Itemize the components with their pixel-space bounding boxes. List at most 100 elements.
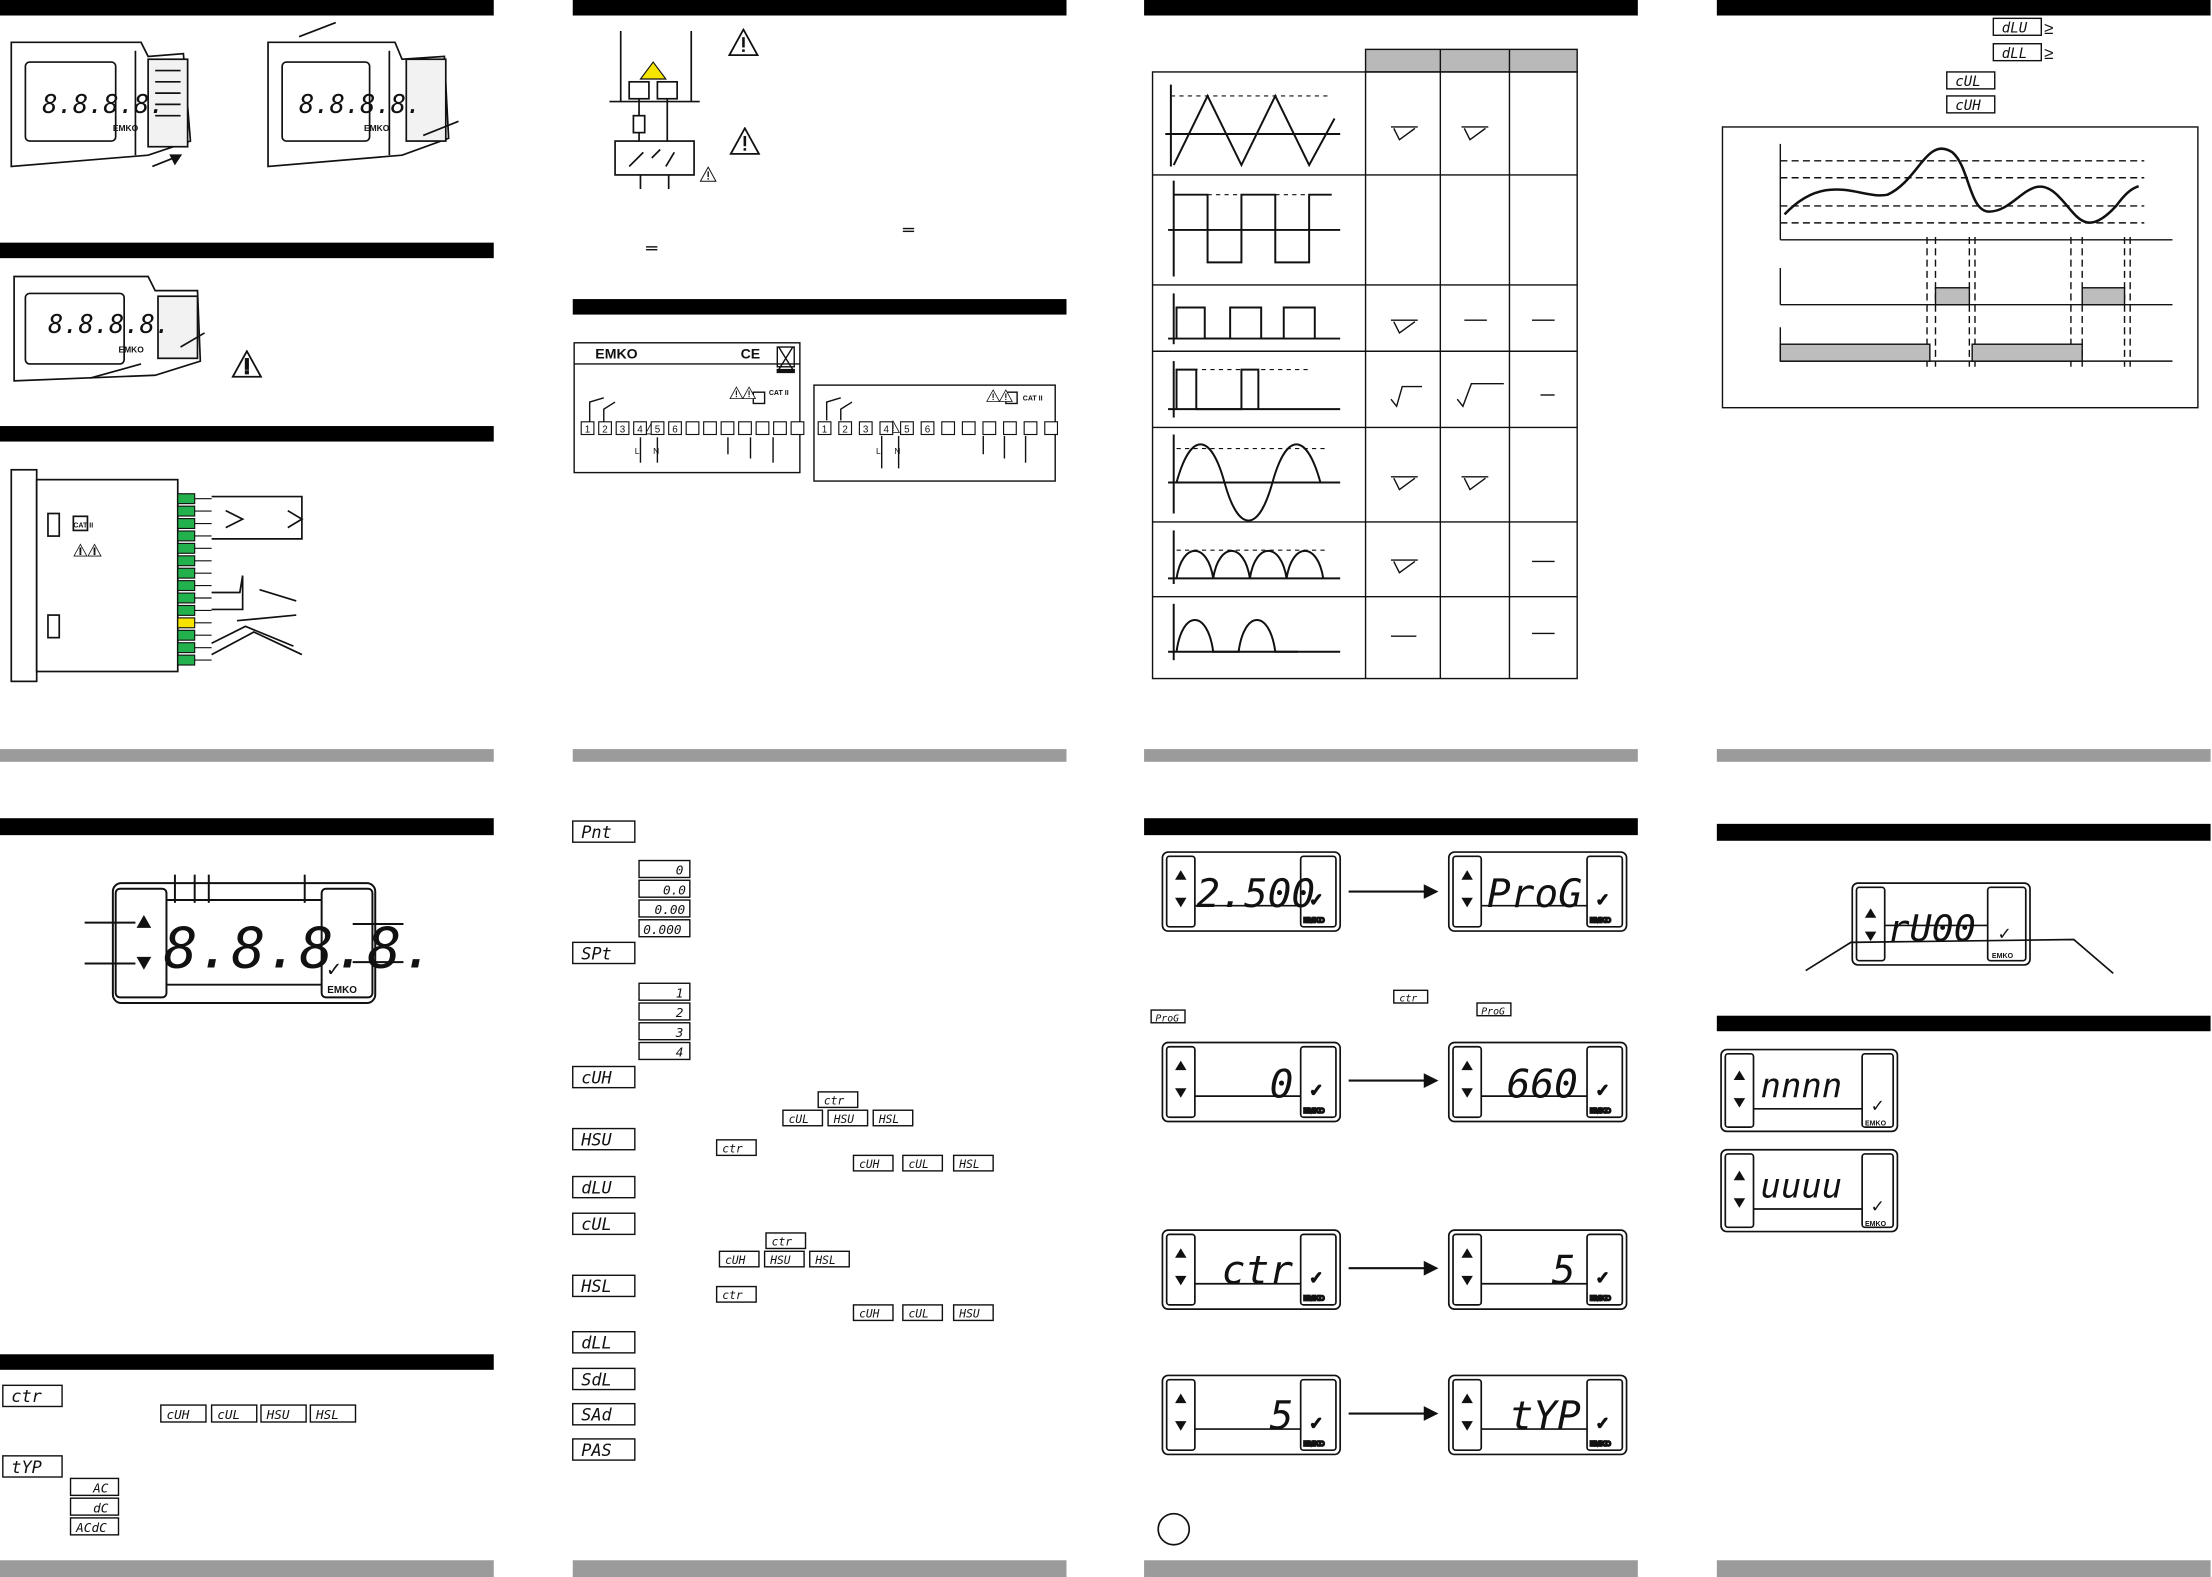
terminal-box [817, 421, 832, 436]
point-option-2: 0.00 [655, 902, 686, 917]
code-cuh: cUH [725, 1254, 746, 1267]
warning-icon [729, 127, 760, 155]
terminal-number: 2 [602, 424, 607, 435]
code-dll: dLL [2002, 46, 2027, 62]
prog-inline-text: ctr ProG ProG [1155, 994, 1505, 1025]
terminal-number: 4 [884, 424, 890, 435]
terminal-screw [177, 530, 196, 542]
terminal-box [900, 421, 914, 436]
terminal-screw [177, 642, 196, 654]
version-error-text: rU00 ✓ EMKO nnnn ✓ EMKO uuuu ✓ EMKO [1761, 907, 2014, 1228]
spt-option-1: 1 [676, 985, 684, 1000]
terminal-letter-l: L [635, 446, 640, 456]
alarm-param-code-text: dLU dLL cUL cUH ≥ ≥ [1955, 19, 2053, 114]
code-ctr: ctr [722, 1289, 743, 1302]
mini-brand-2: EMKO [364, 123, 390, 133]
svg-text:✓: ✓ [1309, 1414, 1323, 1433]
code-ctr: ctr [824, 1095, 845, 1108]
error-brand-2: EMKO [1865, 1221, 1887, 1228]
terminal-box [961, 421, 976, 436]
cat-label-1: CAT II [769, 390, 789, 397]
mini-display-3: 8.8.8.8. [48, 309, 170, 339]
device-frame: ✓EMKO [1161, 1229, 1342, 1310]
code-dlu: dLU [581, 1177, 612, 1197]
svg-text:EMKO: EMKO [1590, 1296, 1612, 1303]
code-ctr: ctr [722, 1143, 743, 1156]
terminal-number: 5 [655, 424, 661, 435]
terminal-screw [177, 493, 196, 505]
terminal-screw [177, 604, 196, 616]
terminal-number: 1 [585, 424, 590, 435]
terminal-box [773, 421, 787, 436]
terminal-number: 3 [863, 424, 869, 435]
warning-icon [728, 28, 759, 57]
check-icon: ✓ [1998, 925, 2012, 944]
svg-text:✓: ✓ [1596, 1414, 1610, 1433]
code-cuh: cUH [581, 1067, 612, 1087]
waveform-graphs [1165, 84, 1341, 661]
svg-text:✓: ✓ [1309, 1081, 1323, 1100]
prog-5b-display: 5 [1270, 1393, 1294, 1439]
code-sdl: SdL [581, 1369, 612, 1389]
point-option-3: 0.000 [643, 922, 682, 937]
wiring-schematic [609, 31, 700, 190]
terminal-letter-n: N [894, 446, 900, 456]
code-dll: dLL [581, 1333, 612, 1353]
warning-icon [699, 166, 717, 182]
code-cuh: cUH [166, 1407, 189, 1422]
code-hsu: HSU [958, 1308, 980, 1321]
terminal-box [858, 421, 873, 436]
terminal-number: 5 [904, 424, 910, 435]
device-frame: ✓EMKO [1161, 1374, 1342, 1456]
code-sad: SAd [581, 1405, 612, 1425]
terminal-screw [177, 580, 196, 592]
terminal-screw [177, 518, 196, 530]
alarm-param-codes [1946, 17, 2043, 114]
code-spt: SPt [581, 943, 612, 963]
code-typ: tYP [11, 1457, 42, 1477]
terminal-number: 4 [637, 424, 643, 435]
prog-value-display: 2.500 [1196, 871, 1315, 917]
side-view-diagram [10, 468, 304, 683]
prog-prog-display: ProG [1487, 871, 1582, 917]
terminal-box [1003, 421, 1017, 436]
note-circle-icon [1157, 1512, 1191, 1546]
param-code-text: Pnt 0 0.0 0.00 0.000 SPt 1 2 3 4 cUH HSU… [580, 822, 980, 1460]
terminal-screw [177, 567, 196, 579]
terminal-box [598, 421, 612, 436]
terminal-screw [177, 542, 196, 554]
front-panel-text: 8.8.8.8. ✓ EMKO [164, 917, 436, 996]
device-frame: ✓EMKO [1161, 1041, 1342, 1123]
check-icon: ✓ [326, 959, 343, 981]
ce-mark: CE [741, 345, 761, 361]
front-panel-drawing [84, 874, 404, 1005]
check-icon: ✓ [1871, 1197, 1885, 1216]
device-frame: ✓EMKO [1161, 851, 1342, 932]
terminal-box [615, 421, 630, 436]
threshold-symbol: ≥ [2044, 44, 2053, 63]
terminal-number: 3 [620, 424, 626, 435]
terminal-screw [177, 617, 196, 629]
mounting-illustration-3 [13, 275, 262, 382]
prog-typ-display: tYP [1509, 1393, 1581, 1439]
supply-letters: L N L N [635, 446, 901, 456]
code-hsu: HSU [833, 1113, 855, 1126]
rating-label-1 [573, 342, 801, 474]
terminal-number: 1 [822, 424, 827, 435]
terminal-strip [177, 493, 212, 666]
main-display: 8.8.8.8. [164, 917, 436, 982]
device-frame: ✓EMKO [1447, 1041, 1628, 1123]
terminal-box [738, 421, 752, 436]
terminal-box [941, 421, 956, 436]
terminal-number: 2 [842, 424, 847, 435]
prog-inline-boxes [1150, 989, 1512, 1024]
terminal-screw [177, 505, 196, 517]
code-hsl: HSL [315, 1407, 339, 1422]
terminal-screw [177, 592, 196, 604]
prog-5-display: 5 [1552, 1248, 1576, 1294]
prog-arrows [1348, 884, 1439, 1421]
terminal-box [838, 421, 853, 436]
svg-text:EMKO: EMKO [1303, 1296, 1325, 1303]
version-display: rU00 [1888, 907, 1976, 950]
